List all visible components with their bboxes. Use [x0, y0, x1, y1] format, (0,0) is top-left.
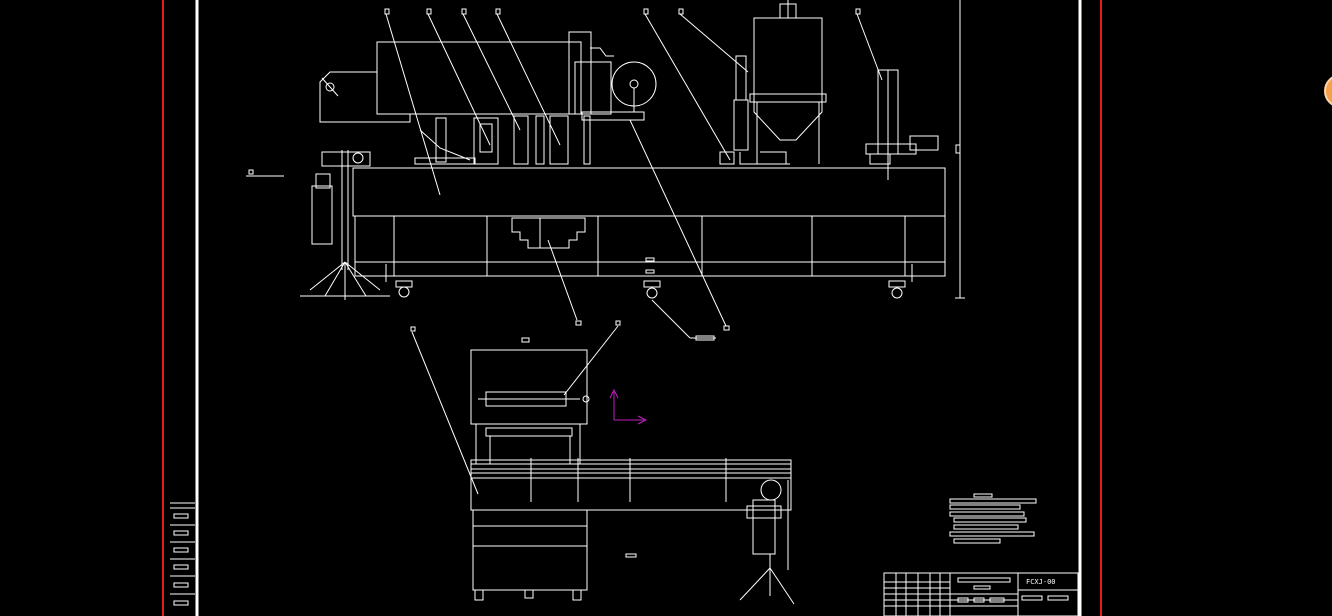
- drawing-frame: [162, 0, 1102, 616]
- leader-lines-front: [385, 13, 883, 339]
- front-view: [246, 0, 946, 300]
- leader-lines-top: [410, 320, 621, 495]
- balloon-marks-front: [248, 8, 861, 341]
- technical-notes: [949, 493, 1037, 544]
- title-block: FCXJ-00: [883, 572, 1079, 616]
- drawing-number: FCXJ-00: [1026, 578, 1056, 586]
- top-view: [470, 337, 795, 605]
- revision-marks: [170, 502, 195, 606]
- ucs-axis-icon: [609, 388, 648, 425]
